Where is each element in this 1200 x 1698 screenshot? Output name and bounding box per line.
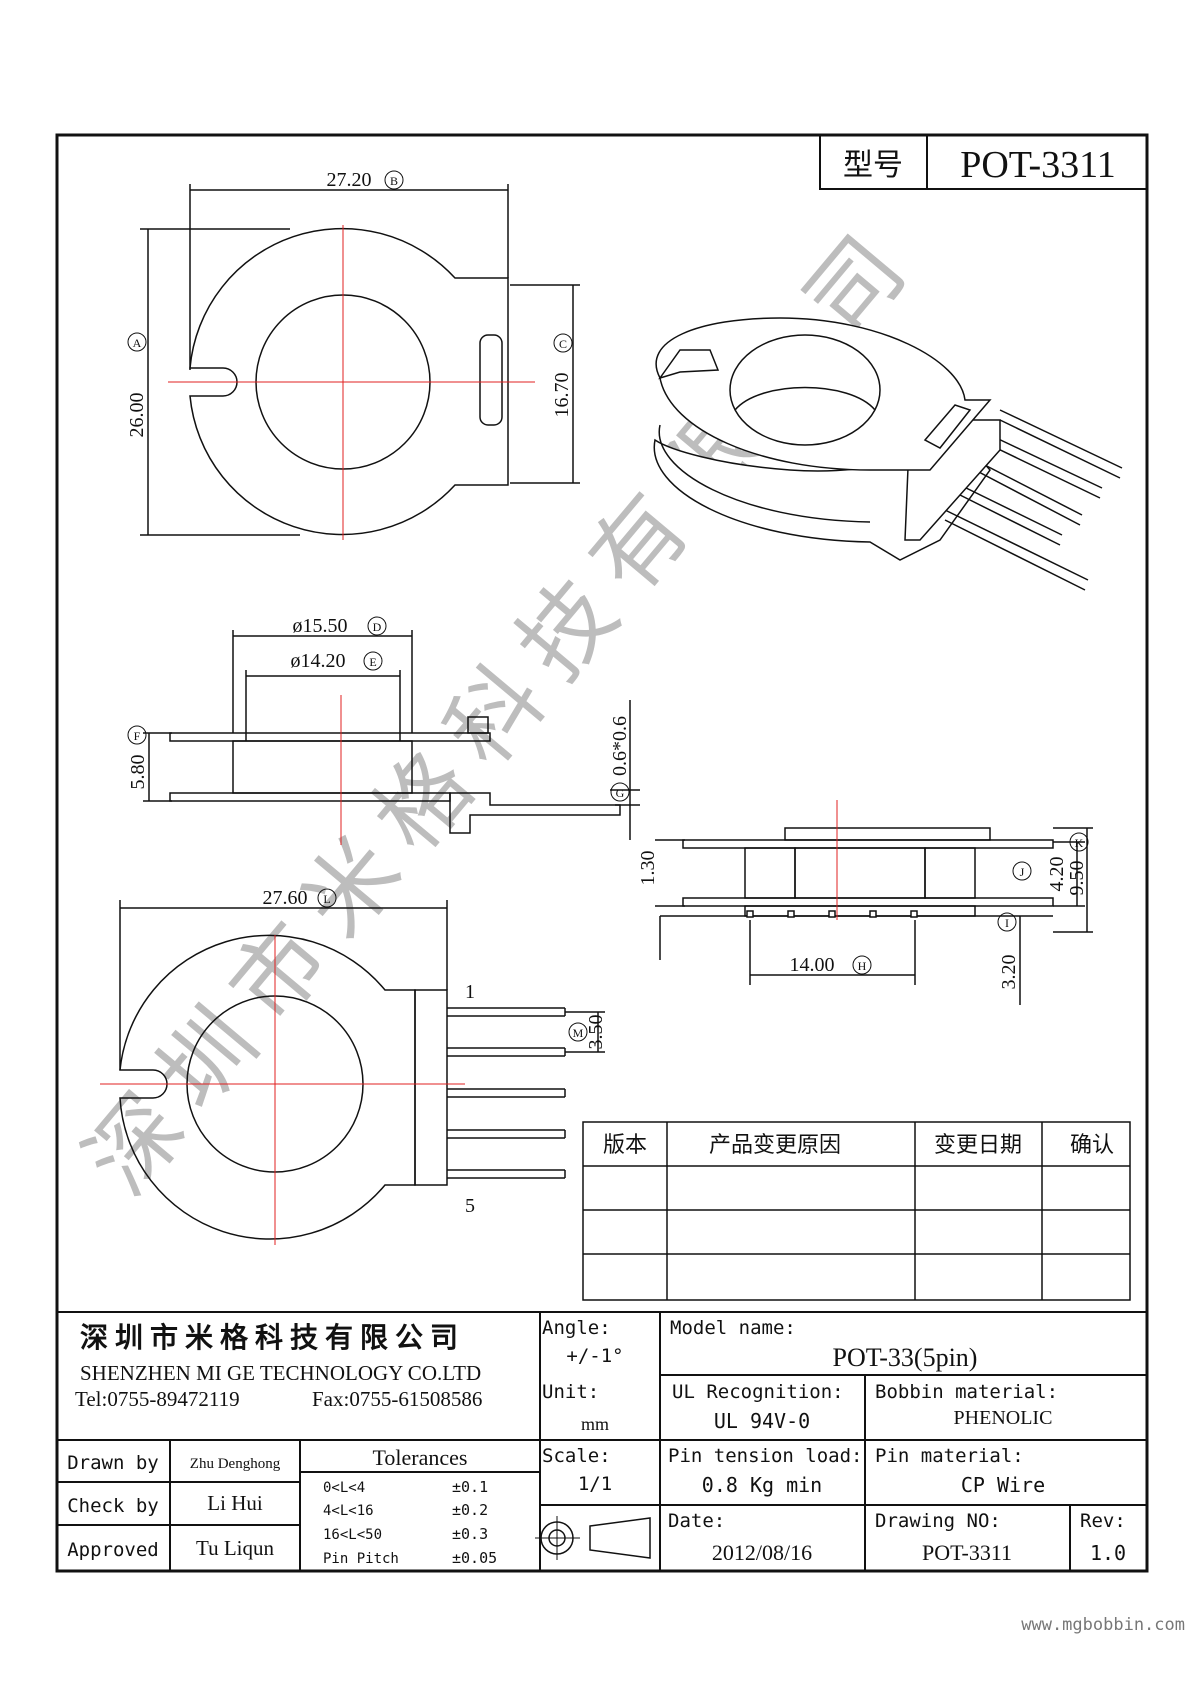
- top-view: [140, 184, 580, 540]
- tol-value-2: ±0.3: [452, 1525, 488, 1543]
- model-name-value: POT-33(5pin): [833, 1343, 978, 1372]
- dim-ref-c: C: [559, 337, 567, 351]
- rev-header-reason: 产品变更原因: [709, 1132, 841, 1157]
- ul-value: UL 94V-0: [714, 1409, 810, 1433]
- dim-ref-m: M: [573, 1026, 584, 1040]
- drawing-no-value: POT-3311: [922, 1540, 1012, 1565]
- tol-range-3: Pin Pitch: [323, 1551, 399, 1567]
- dim-front-total: 9.50: [1066, 861, 1088, 896]
- bottom-view: [100, 900, 605, 1245]
- title-block: [57, 1311, 1147, 1571]
- dim-top-slot: 16.70: [551, 373, 573, 418]
- bobbin-value: PHENOLIC: [954, 1407, 1053, 1429]
- model-name-label: Model name:: [670, 1317, 796, 1339]
- tension-label: Pin tension load:: [668, 1445, 862, 1467]
- dim-pin-size: 0.6*0.6: [609, 716, 631, 776]
- unit-value: mm: [581, 1414, 609, 1434]
- rev-header-version: 版本: [603, 1132, 647, 1157]
- tol-value-1: ±0.2: [452, 1501, 488, 1519]
- check-by-value: Li Hui: [207, 1491, 263, 1515]
- drawn-by-value: Zhu Denghong: [190, 1456, 281, 1472]
- dim-front-pin-len: 3.20: [998, 955, 1020, 990]
- dim-ref-f: F: [134, 729, 141, 743]
- footer-url: www.mgbobbin.com: [1021, 1615, 1185, 1635]
- tol-range-1: 4<L<16: [323, 1503, 374, 1519]
- bobbin-label: Bobbin material:: [875, 1381, 1058, 1403]
- rev-label: Rev:: [1080, 1510, 1126, 1532]
- tol-range-2: 16<L<50: [323, 1527, 382, 1543]
- dim-ref-a: A: [133, 336, 142, 350]
- drawing-border: [55, 133, 1149, 1573]
- header-model-box: 型号 POT-3311: [819, 134, 1148, 190]
- company-name-cn: 深圳市米格科技有限公司: [80, 1321, 465, 1354]
- tol-range-0: 0<L<4: [323, 1480, 365, 1496]
- dim-ref-g: G: [616, 786, 625, 800]
- model-value: POT-3311: [960, 144, 1116, 186]
- company-fax: Fax:0755-61508586: [312, 1387, 482, 1411]
- dim-pin-pitch: 3.50: [585, 1015, 607, 1050]
- approved-label: Approved: [67, 1539, 159, 1561]
- scale-label: Scale:: [542, 1445, 611, 1467]
- angle-label: Angle:: [542, 1317, 611, 1339]
- dim-front-inner: 4.20: [1046, 857, 1068, 892]
- dim-bottom-width: 27.60: [263, 887, 308, 909]
- drawing-no-label: Drawing NO:: [875, 1510, 1001, 1532]
- pin-1-label: 1: [465, 981, 475, 1003]
- revision-table: [582, 1121, 1131, 1301]
- date-value: 2012/08/16: [712, 1540, 812, 1565]
- dim-ref-d: D: [373, 620, 382, 634]
- unit-label: Unit:: [542, 1381, 599, 1403]
- tol-value-3: ±0.05: [452, 1549, 497, 1567]
- date-label: Date:: [668, 1510, 725, 1532]
- model-label: 型号: [843, 149, 903, 182]
- rev-header-confirm: 确认: [1070, 1132, 1114, 1157]
- dim-front-span: 14.00: [790, 954, 835, 976]
- dim-ref-i: I: [1005, 916, 1009, 930]
- pin-5-label: 5: [465, 1195, 475, 1217]
- pin-material-value: CP Wire: [961, 1473, 1045, 1497]
- isometric-view: [653, 317, 1123, 591]
- ul-label: UL Recognition:: [672, 1381, 844, 1403]
- dim-ref-l: L: [323, 892, 330, 906]
- tol-value-0: ±0.1: [452, 1478, 488, 1496]
- dim-front-flange: 1.30: [637, 851, 659, 886]
- dim-outer-dia: ø15.50: [293, 615, 348, 637]
- tolerances-title: Tolerances: [373, 1445, 468, 1470]
- scale-value: 1/1: [578, 1473, 612, 1495]
- dim-ref-b: B: [390, 174, 398, 188]
- dim-inner-dia: ø14.20: [291, 650, 346, 672]
- dim-ref-h: H: [858, 959, 867, 973]
- company-name-en: SHENZHEN MI GE TECHNOLOGY CO.LTD: [80, 1361, 481, 1385]
- front-view: [655, 800, 1093, 1005]
- drawn-by-label: Drawn by: [67, 1452, 159, 1474]
- pin-material-label: Pin material:: [875, 1445, 1024, 1467]
- dim-top-height: 26.00: [126, 393, 148, 438]
- check-by-label: Check by: [67, 1495, 159, 1517]
- company-tel: Tel:0755-89472119: [75, 1387, 240, 1411]
- approved-value: Tu Liqun: [196, 1536, 275, 1560]
- dim-side-height: 5.80: [127, 755, 149, 790]
- rev-value: 1.0: [1090, 1541, 1126, 1565]
- side-view: [143, 630, 640, 845]
- dim-top-width: 27.20: [327, 169, 372, 191]
- tension-value: 0.8 Kg min: [702, 1473, 822, 1497]
- dim-ref-k: K: [1075, 836, 1084, 850]
- dim-ref-e: E: [369, 655, 376, 669]
- angle-value: +/-1°: [566, 1345, 623, 1367]
- rev-header-date: 变更日期: [934, 1132, 1022, 1157]
- dim-ref-j: J: [1020, 865, 1025, 879]
